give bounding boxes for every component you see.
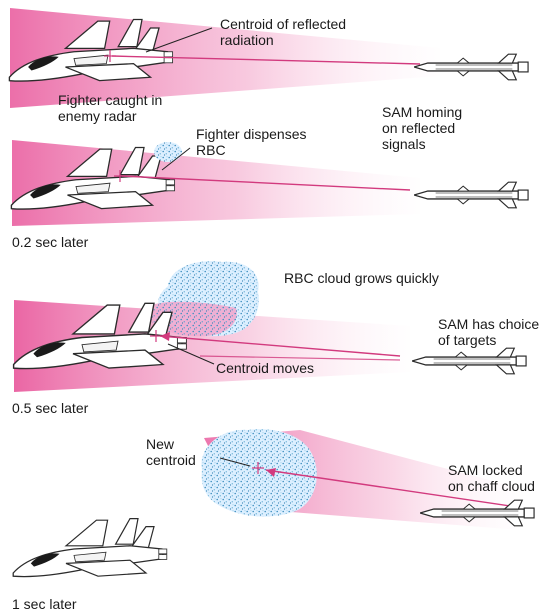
chaff-cloud-icon [154,142,182,162]
leader-line [145,27,213,53]
chaff-cloud-overlap [150,301,237,337]
time-label: 1 sec later [12,596,77,612]
radar-beam [10,8,440,108]
panel-2 [10,140,529,226]
chaff-cloud-icon [201,429,317,517]
sam-missile-icon [414,181,529,209]
centroid-cross-icon [252,462,264,474]
signal-line [159,335,401,357]
arrowhead [160,332,170,341]
sam-choice-label: SAM has choice of targets [438,316,540,348]
sam-homing-label: SAM homing on reflected signals [382,104,463,152]
signal-line [265,469,511,507]
leader-line [219,457,251,467]
time-label: 0.2 sec later [12,234,89,250]
sam-locked-label: SAM locked on chaff cloud [448,462,535,494]
fighter-jet-icon [12,517,168,578]
signal-line [111,55,421,65]
leader-line [161,147,191,171]
centroid-moves-label: Centroid moves [216,360,315,376]
centroid-label: Centroid of reflected radiation [220,16,347,48]
new-centroid-label: New centroid [146,436,196,468]
arrowhead [266,468,276,477]
signal-line [199,355,401,361]
leader-line [167,343,215,365]
time-label: 0.5 sec later [12,400,89,416]
sam-missile-icon [412,347,527,375]
panel-4 [12,429,535,578]
fighter-label: Fighter caught in enemy radar [58,92,163,124]
cloud-grows-label: RBC cloud grows quickly [284,270,439,286]
panel-1 [8,8,529,108]
signal-line [121,175,411,191]
panel-3 [12,261,527,392]
dispense-label: Fighter dispenses RBC [196,126,307,158]
